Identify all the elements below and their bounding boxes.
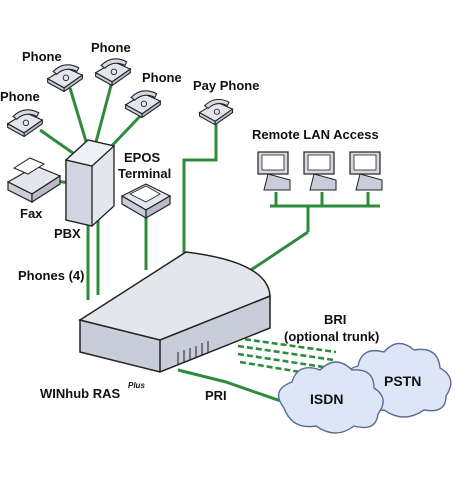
pay-phone-icon <box>198 98 234 125</box>
pbx-icon <box>64 139 116 227</box>
phone-top-icon <box>95 58 131 86</box>
phone-left-label: Phone <box>0 89 40 104</box>
epos-label-line2: Terminal <box>118 166 171 181</box>
remote-lan-label: Remote LAN Access <box>252 127 379 142</box>
winhub-label: WINhub RAS <box>40 386 120 401</box>
pbx-label: PBX <box>54 226 81 241</box>
winhub-box-icon <box>78 251 271 373</box>
computer-2-icon <box>303 151 337 191</box>
phone-upper-left-label: Phone <box>22 49 62 64</box>
bri-label: BRI <box>324 312 346 327</box>
bri-note-label: (optional trunk) <box>284 329 379 344</box>
bri-dashed-links <box>235 336 337 378</box>
pri-label: PRI <box>205 388 227 403</box>
phones-count-label: Phones (4) <box>18 268 84 283</box>
phone-left-icon <box>7 109 43 137</box>
isdn-label: ISDN <box>310 391 343 407</box>
phone-right-icon <box>125 90 161 118</box>
phone-upper-left-icon <box>47 64 83 92</box>
phone-right-label: Phone <box>142 70 182 85</box>
computer-1-icon <box>257 151 291 191</box>
phone-top-label: Phone <box>91 40 131 55</box>
pstn-label: PSTN <box>384 373 421 389</box>
isdn-cloud-icon <box>277 361 384 434</box>
epos-label-line1: EPOS <box>124 150 160 165</box>
pay-phone-label: Pay Phone <box>193 78 259 93</box>
fax-icon <box>6 157 62 204</box>
fax-label: Fax <box>20 206 43 221</box>
epos-terminal-icon <box>120 183 172 220</box>
winhub-superscript: Plus <box>128 381 145 390</box>
computer-3-icon <box>349 151 383 191</box>
